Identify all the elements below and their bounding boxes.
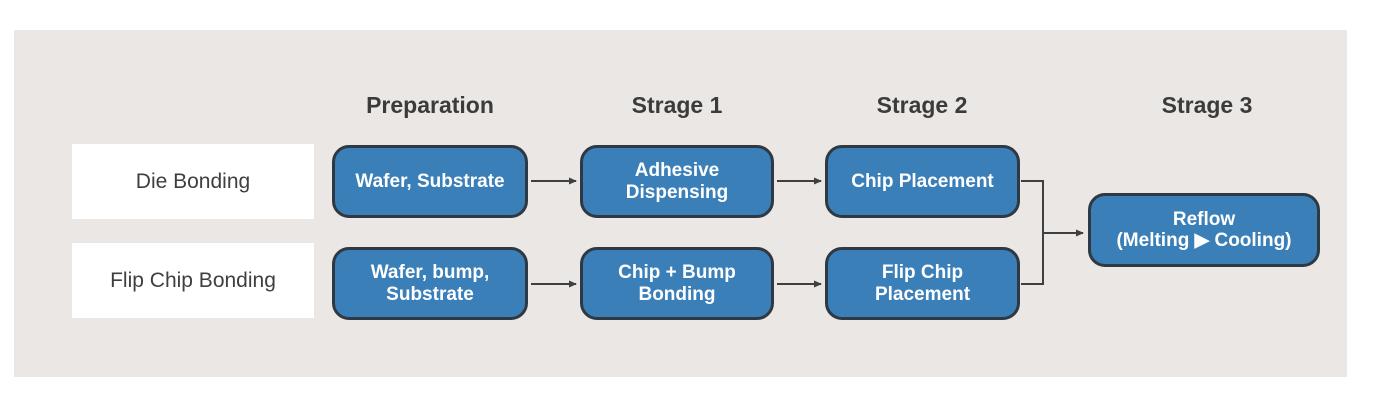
row-label-die-bonding: Die Bonding <box>72 144 314 219</box>
row-label-flip-chip-bonding: Flip Chip Bonding <box>72 243 314 318</box>
column-header-stage-1: Strage 1 <box>631 92 723 118</box>
node-chip-bump-bonding: Chip + Bump Bonding <box>580 247 774 320</box>
column-header-preparation: Preparation <box>366 92 494 118</box>
node-adhesive-dispensing: Adhesive Dispensing <box>580 145 774 218</box>
column-header-stage-2: Strage 2 <box>876 92 968 118</box>
node-flip-chip-placement: Flip Chip Placement <box>825 247 1020 320</box>
node-chip-placement: Chip Placement <box>825 145 1020 218</box>
column-header-stage-3: Strage 3 <box>1161 92 1253 118</box>
node-wafer-bump-substrate: Wafer, bump, Substrate <box>332 247 528 320</box>
node-wafer-substrate: Wafer, Substrate <box>332 145 528 218</box>
node-reflow: Reflow (Melting ▶ Cooling) <box>1088 193 1320 267</box>
